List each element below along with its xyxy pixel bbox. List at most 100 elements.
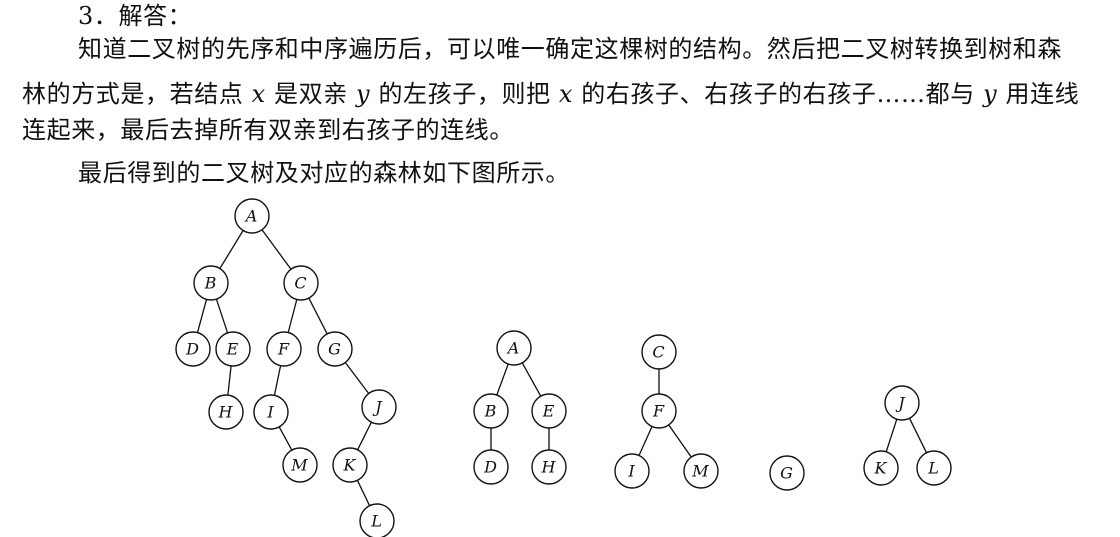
forest-tree-1-node-d: D bbox=[473, 449, 509, 485]
node-label: K bbox=[343, 456, 357, 475]
forest-tree-2-edge-f-m bbox=[668, 424, 692, 458]
node-circle bbox=[496, 330, 532, 366]
figure-caption: 最后得到的二叉树及对应的森林如下图所示。 bbox=[78, 159, 570, 187]
forest-tree-4-node-j: J bbox=[884, 385, 920, 421]
binary-tree-node-f: F bbox=[266, 331, 302, 367]
forest-tree-3: G bbox=[769, 455, 805, 491]
binary-tree-edge-e-h bbox=[227, 365, 232, 396]
solution-heading: 3．解答： bbox=[78, 2, 193, 30]
variable-y: y bbox=[356, 80, 371, 108]
node-label: J bbox=[372, 398, 383, 417]
binary-tree-node-c: C bbox=[283, 265, 319, 301]
node-label: L bbox=[927, 459, 939, 478]
paragraph-line-2: 林的方式是，若结点 x 是双亲 y 的左孩子，则把 x 的右孩子、右孩子的右孩子… bbox=[22, 78, 1079, 110]
binary-tree-node-a: A bbox=[234, 198, 270, 234]
binary-tree-node-e: E bbox=[215, 331, 251, 367]
forest-tree-4-node-l: L bbox=[916, 450, 952, 486]
text-segment: 林的方式是，若结点 bbox=[22, 80, 252, 108]
node-label: I bbox=[266, 403, 274, 422]
binary-tree-edge-c-g bbox=[308, 297, 328, 335]
variable-x: x bbox=[558, 80, 574, 108]
binary-tree-node-i: I bbox=[253, 394, 289, 430]
node-label: H bbox=[541, 458, 557, 477]
binary-tree-node-l: L bbox=[359, 503, 395, 537]
text-segment: 的右孩子、右孩子的右孩子……都与 bbox=[573, 80, 984, 108]
node-circle bbox=[884, 385, 920, 421]
binary-tree-edge-b-d bbox=[196, 299, 208, 333]
text-segment: 的左孩子，则把 bbox=[370, 80, 559, 108]
forest: A B E D H C F I M G J K L bbox=[473, 330, 952, 491]
forest-tree-2-node-i: I bbox=[614, 453, 650, 489]
node-circle bbox=[193, 265, 229, 301]
node-label: M bbox=[691, 462, 709, 481]
forest-tree-2: C F I M bbox=[614, 334, 719, 489]
binary-tree-node-g: G bbox=[317, 331, 353, 367]
node-label: M bbox=[290, 456, 308, 475]
node-label: F bbox=[277, 340, 290, 359]
node-circle bbox=[234, 198, 270, 234]
node-label: C bbox=[652, 343, 664, 362]
node-circle bbox=[317, 331, 353, 367]
node-label: H bbox=[218, 403, 234, 422]
forest-tree-2-node-m: M bbox=[683, 453, 719, 489]
node-circle bbox=[531, 449, 567, 485]
node-label: C bbox=[294, 274, 306, 293]
forest-tree-1-edge-a-b bbox=[496, 363, 509, 396]
binary-tree-node-j: J bbox=[361, 389, 397, 425]
binary-tree-node-b: B bbox=[193, 265, 229, 301]
node-label: A bbox=[244, 207, 258, 226]
forest-tree-1-node-e: E bbox=[531, 393, 567, 429]
forest-tree-4-edge-j-l bbox=[908, 418, 928, 453]
text-segment: 用连线 bbox=[997, 80, 1080, 108]
binary-tree-edge-f-i bbox=[273, 365, 282, 396]
binary-tree-edge-b-e bbox=[215, 298, 229, 334]
node-circle bbox=[208, 394, 244, 430]
binary-tree-node-m: M bbox=[282, 447, 318, 483]
node-label: E bbox=[226, 340, 239, 359]
node-circle bbox=[253, 394, 289, 430]
node-label: G bbox=[328, 340, 341, 359]
node-label: E bbox=[542, 402, 555, 421]
binary-tree-node-d: D bbox=[175, 331, 211, 367]
paragraph-line-3: 连起来，最后去掉所有双亲到右孩子的连线。 bbox=[22, 116, 514, 144]
variable-y: y bbox=[983, 80, 998, 108]
node-label: J bbox=[895, 394, 906, 413]
node-circle bbox=[473, 393, 509, 429]
node-circle bbox=[614, 453, 650, 489]
node-label: K bbox=[874, 459, 888, 478]
forest-tree-4-edge-j-k bbox=[885, 418, 898, 453]
forest-tree-2-edge-f-i bbox=[638, 426, 653, 456]
binary-tree-edge-j-k bbox=[357, 421, 372, 451]
binary-tree: A B C D E F G H I M J K L bbox=[175, 198, 397, 537]
binary-tree-node-h: H bbox=[208, 394, 244, 430]
node-circle bbox=[359, 503, 395, 537]
node-label: I bbox=[627, 462, 635, 481]
binary-tree-edge-a-b bbox=[219, 230, 244, 269]
node-circle bbox=[215, 331, 251, 367]
forest-tree-1-node-a: A bbox=[496, 330, 532, 366]
forest-tree-1-node-b: B bbox=[473, 393, 509, 429]
forest-tree-4-node-k: K bbox=[863, 450, 899, 486]
node-circle bbox=[531, 393, 567, 429]
node-circle bbox=[361, 389, 397, 425]
forest-tree-1: A B E D H bbox=[473, 330, 567, 485]
node-label: F bbox=[652, 402, 665, 421]
node-label: G bbox=[780, 464, 793, 483]
node-circle bbox=[266, 331, 302, 367]
node-circle bbox=[332, 447, 368, 483]
binary-tree-edge-k-l bbox=[356, 480, 371, 506]
node-circle bbox=[863, 450, 899, 486]
node-circle bbox=[283, 265, 319, 301]
node-label: A bbox=[506, 339, 520, 358]
binary-tree-edge-c-f bbox=[287, 299, 298, 333]
node-circle bbox=[282, 447, 318, 483]
forest-tree-4: J K L bbox=[863, 385, 952, 486]
binary-tree-node-k: K bbox=[332, 447, 368, 483]
binary-tree-edge-g-j bbox=[344, 362, 370, 394]
node-circle bbox=[641, 393, 677, 429]
binary-tree-edge-i-m bbox=[278, 426, 293, 451]
node-label: D bbox=[185, 340, 199, 359]
node-circle bbox=[769, 455, 805, 491]
node-label: B bbox=[204, 274, 217, 293]
